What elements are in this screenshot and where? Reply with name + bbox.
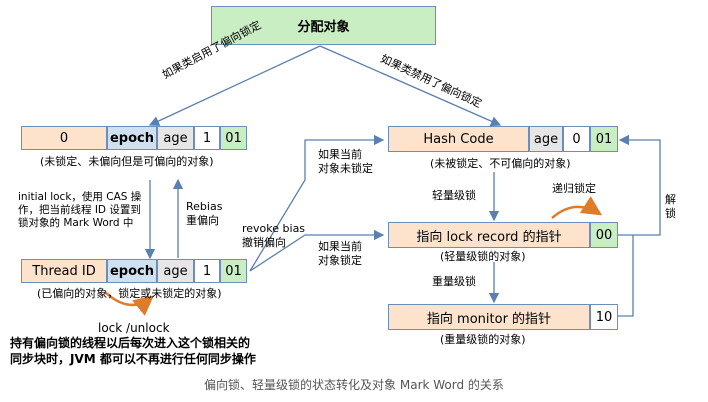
allocate-object-label: 分配对象 xyxy=(297,20,350,35)
cell-epoch: epoch xyxy=(107,126,157,150)
cell-lock-bits: 10 xyxy=(590,304,618,330)
biased-note: 持有偏向锁的线程以后每次进入这个锁相关的 同步块时，JVM 都可以不再进行任何同… xyxy=(10,336,256,366)
biased-caption: (已偏向的对象，锁定或未锁定的对象) xyxy=(37,287,222,300)
unlock-label: 解 锁 xyxy=(665,193,676,220)
cell-lock-bits: 01 xyxy=(220,126,247,150)
edge-revoke-locked xyxy=(249,229,385,272)
recursive-arc xyxy=(551,196,603,219)
figure-caption: 偏向锁、轻量级锁的状态转化及对象 Mark Word 的关系 xyxy=(204,378,504,392)
cell-lock-bits: 00 xyxy=(590,222,618,248)
cell-epoch: epoch xyxy=(107,259,157,283)
heavyweight-caption: (重量级锁的对象) xyxy=(440,333,526,346)
rebias-label: Rebias 重偏向 xyxy=(186,200,223,227)
cell-hash-code: Hash Code xyxy=(388,126,529,152)
cell-lock-record-pointer: 指向 lock record 的指针 xyxy=(388,222,590,248)
heavyweight-lock-label: 重量级锁 xyxy=(432,275,476,288)
unlocked-nonbiasable-caption: (未被锁定、不可偏向的对象) xyxy=(430,157,571,170)
cell-thread-id: Thread ID xyxy=(21,259,107,283)
cell-age: age xyxy=(157,259,194,283)
cell-lock-bits: 01 xyxy=(220,259,247,283)
allocate-object-node: 分配对象 xyxy=(211,6,436,45)
recursive-lock-label: 递归锁定 xyxy=(552,182,596,195)
if-locked-label: 如果当前 对象锁定 xyxy=(318,240,362,267)
cell-zero: 0 xyxy=(21,126,107,150)
revoke-label: revoke bias 撤销偏向 xyxy=(242,222,306,249)
edge-top-to-nonbiasable xyxy=(319,45,502,127)
edge-unlock-to-hash xyxy=(618,134,661,180)
edge-top-to-biasable xyxy=(148,45,321,126)
cell-lock-bits: 01 xyxy=(590,126,618,152)
edge-unlock xyxy=(616,180,661,236)
unlocked-biasable-caption: (未锁定、未偏向但是可偏向的对象) xyxy=(40,155,214,168)
if-unlocked-label: 如果当前 对象未锁定 xyxy=(318,148,373,175)
lightweight-caption: (轻量级锁的对象) xyxy=(440,250,526,263)
initial-lock-label: initial lock，使用 CAS 操 作，把当前线程 ID 设置到 锁对象… xyxy=(18,191,142,229)
lock-unlock-label: lock /unlock xyxy=(98,321,170,335)
edge-revoke-unlocked xyxy=(249,134,385,272)
lightweight-lock-label: 轻量级锁 xyxy=(432,189,476,202)
cell-monitor-pointer: 指向 monitor 的指针 xyxy=(388,304,590,330)
lock-unlock-arc xyxy=(104,291,154,316)
cell-bias-bit: 1 xyxy=(194,259,220,283)
cell-age: age xyxy=(157,126,194,150)
cell-bias-bit: 1 xyxy=(194,126,220,150)
cell-age: age xyxy=(529,126,563,152)
edge-unlock-heavy xyxy=(616,275,634,317)
cell-bias-bit: 0 xyxy=(563,126,590,152)
